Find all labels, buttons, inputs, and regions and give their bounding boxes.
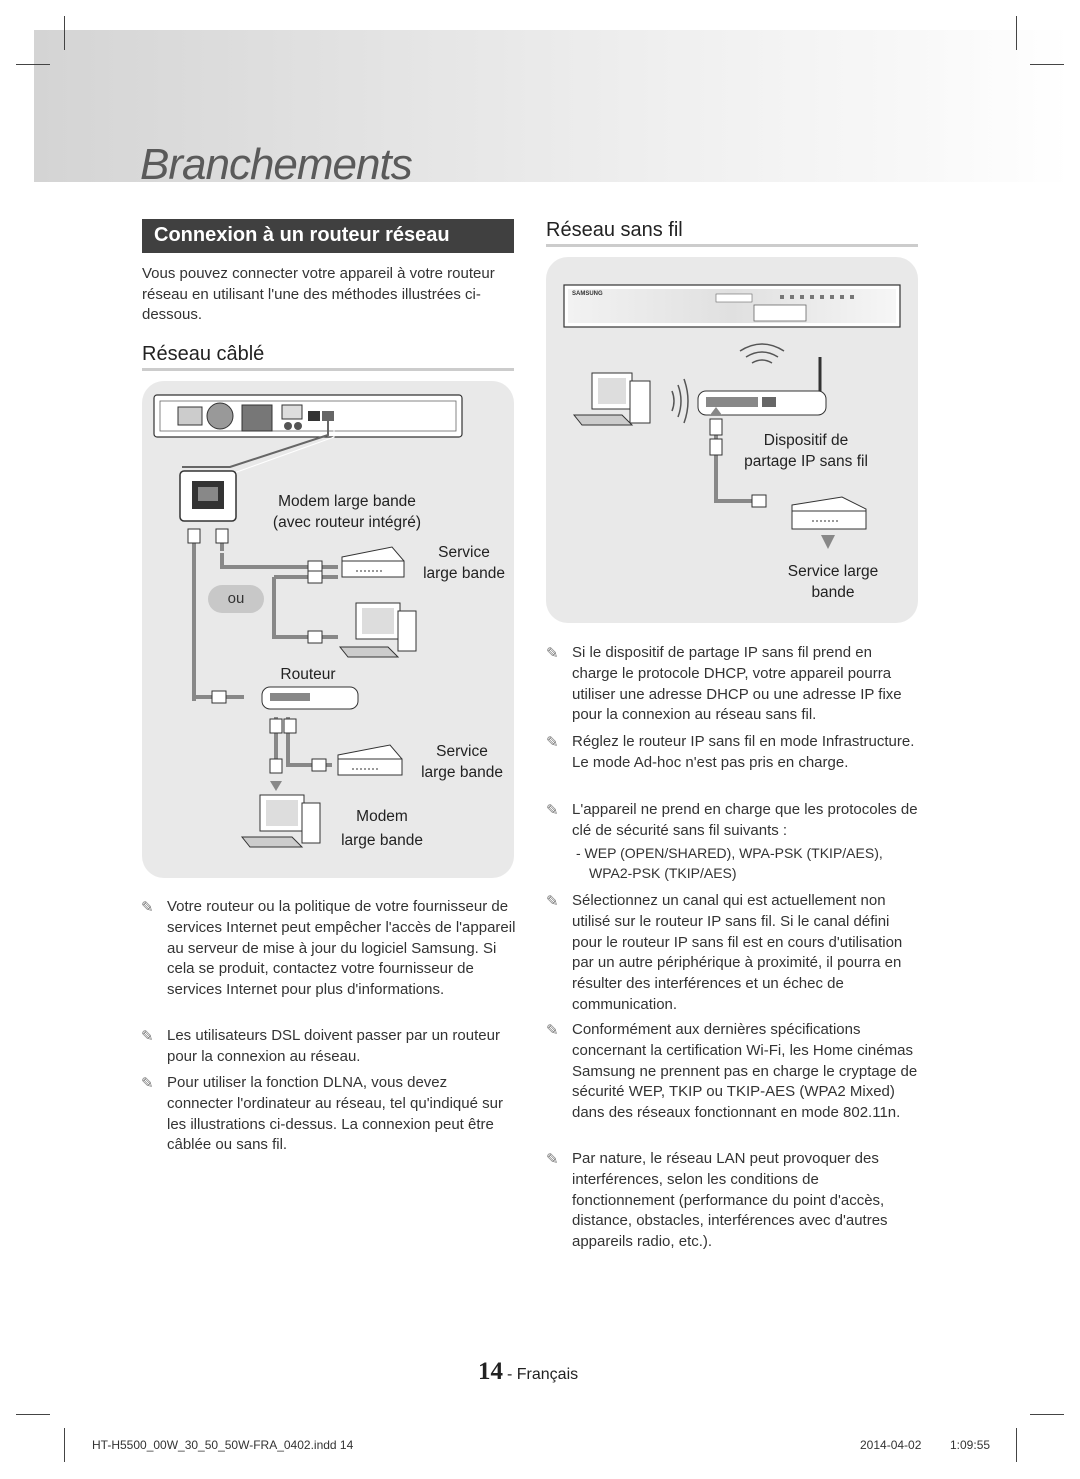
wired-note-2: ✎ Les utilisateurs DSL doivent passer pa…: [141, 1027, 500, 1065]
section-title-bar: Connexion à un routeur réseau: [142, 219, 514, 253]
footer-filename: HT-H5500_00W_30_50_50W-FRA_0402.indd 14: [92, 1438, 354, 1452]
wifi-signal-icon: [739, 343, 785, 364]
wireless-label-ip-sharer: Dispositif de partage IP sans fil: [744, 432, 868, 470]
crop-mark: [1016, 16, 1017, 50]
pencil-icon: ✎: [546, 893, 559, 910]
wireless-note-1: ✎ Si le dispositif de partage IP sans fi…: [546, 644, 902, 724]
pencil-icon: ✎: [546, 1022, 559, 1039]
header-band: [34, 30, 1070, 182]
wired-label-modem: Modem large bande: [341, 808, 423, 849]
router-icon: [261, 686, 359, 710]
wireless-note-3: ✎ L'appareil ne prend en charge que les …: [546, 801, 918, 839]
pencil-icon: ✎: [141, 899, 154, 916]
section-title: Connexion à un routeur réseau: [154, 224, 450, 246]
crop-mark: [1030, 64, 1064, 65]
crop-mark: [64, 1428, 65, 1462]
wired-label-service-1: Service large bande: [423, 544, 505, 582]
protocol-line-1: - WEP (OPEN/SHARED), WPA-PSK (TKIP/AES),: [576, 845, 883, 861]
wireless-note-6: ✎ Par nature, le réseau LAN peut provoqu…: [546, 1150, 888, 1251]
pencil-icon: ✎: [546, 1151, 559, 1168]
svg-text:SAMSUNG: SAMSUNG: [572, 291, 603, 297]
wired-label-router: Routeur: [280, 666, 336, 683]
computer-icon: [240, 794, 321, 848]
wired-diagram-panel: [142, 381, 514, 878]
modem-icon: [791, 496, 867, 530]
modem-icon: [337, 744, 403, 776]
page-language: - Français: [507, 1366, 579, 1383]
wired-title-rule: [142, 368, 514, 371]
pencil-icon: ✎: [141, 1075, 154, 1092]
lan-port-icon: [179, 470, 237, 522]
wired-title: Réseau câblé: [142, 343, 265, 365]
page-number: 14: [478, 1358, 503, 1385]
wireless-diagram: SAMSUNG: [563, 284, 901, 549]
computer-icon: [572, 372, 651, 426]
wireless-title-rule: [546, 244, 918, 247]
home-theater-back-icon: [153, 394, 463, 438]
crop-mark: [16, 1414, 50, 1415]
wireless-router-icon: [697, 357, 827, 416]
intro-text: Vous pouvez connecter votre appareil à v…: [142, 265, 495, 323]
wired-note-1: ✎ Votre routeur ou la politique de votre…: [141, 898, 516, 999]
home-theater-front-icon: SAMSUNG: [563, 284, 901, 328]
footer-time: 1:09:55: [950, 1438, 991, 1452]
modem-icon: [341, 546, 405, 578]
protocol-list: - WEP (OPEN/SHARED), WPA-PSK (TKIP/AES),…: [576, 843, 918, 883]
wireless-note-5: ✎ Conformément aux dernières spécificati…: [546, 1021, 918, 1122]
wired-note-3: ✎ Pour utiliser la fonction DLNA, vous d…: [141, 1074, 503, 1154]
wired-diagram: [153, 394, 463, 848]
wireless-note-4: ✎ Sélectionnez un canal qui est actuelle…: [546, 892, 903, 1013]
page-title: Branchements: [140, 140, 413, 189]
computer-icon: [338, 602, 417, 658]
ou-badge: ou: [208, 585, 264, 613]
pencil-icon: ✎: [141, 1028, 154, 1045]
wireless-label-service: Service large bande: [787, 563, 879, 601]
pencil-icon: ✎: [546, 802, 559, 819]
crop-mark: [16, 64, 50, 65]
crop-mark: [64, 16, 65, 50]
crop-mark: [1030, 1414, 1064, 1415]
wired-label-service-2: Service large bande: [421, 743, 503, 781]
footer-date: 2014-04-02: [860, 1438, 922, 1452]
crop-mark: [1016, 1428, 1017, 1462]
wifi-signal-icon: [671, 378, 689, 424]
wireless-title: Réseau sans fil: [546, 219, 683, 241]
pencil-icon: ✎: [546, 645, 559, 662]
wireless-note-2: ✎ Réglez le routeur IP sans fil en mode …: [546, 733, 915, 771]
wired-label-modem-router: Modem large bande (avec routeur intégré): [272, 493, 422, 531]
pencil-icon: ✎: [546, 734, 559, 751]
protocol-line-2: WPA2-PSK (TKIP/AES): [589, 865, 737, 881]
